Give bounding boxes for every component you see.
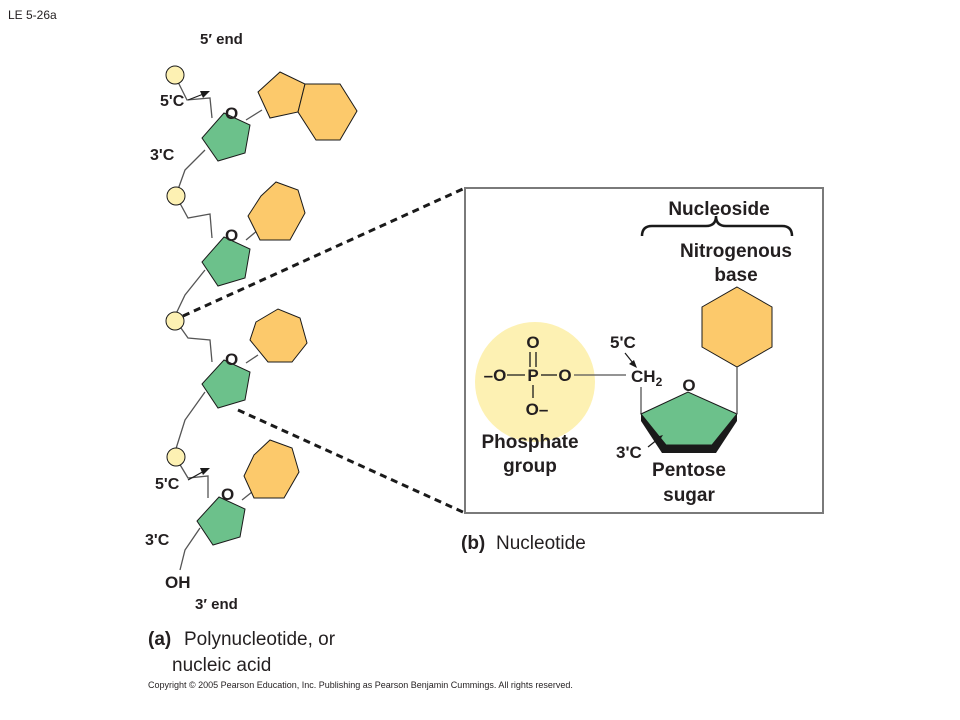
ch2-label: CH2	[631, 367, 663, 389]
copyright-text: Copyright © 2005 Pearson Education, Inc.…	[148, 680, 573, 690]
five-c-arrow-line	[624, 352, 634, 364]
phosphate-top-oxygen: O	[526, 333, 539, 352]
sugar-pentagon	[196, 496, 246, 546]
three-c-arrowhead	[653, 435, 663, 443]
backbone-bonds	[173, 75, 263, 571]
nucleotide-detail: Nucleoside Nitrogenous base O –O P O O– …	[464, 187, 824, 514]
sugar-oxygen-label: O	[682, 376, 695, 395]
detail-3c-label: 3'C	[616, 443, 642, 462]
phosphate-bottom-oxygen: O–	[526, 400, 549, 419]
strand-oxygen-label: O	[225, 226, 238, 245]
phosphate-right-oxygen: O	[558, 366, 571, 385]
caption-a-letter: (a)	[148, 629, 171, 650]
strand-oxygen-label: O	[221, 485, 234, 504]
arrowhead	[200, 468, 210, 475]
phosphate-circle	[165, 311, 185, 331]
strand-5c-label: 5'C	[160, 93, 185, 110]
zoom-line-top	[182, 186, 466, 318]
glycosidic-bond	[245, 354, 259, 364]
purine-base-hexagon	[297, 83, 358, 141]
phosphate-circle	[165, 65, 185, 85]
nitrogenous-base-label-line1: Nitrogenous	[680, 241, 792, 262]
phosphodiester-bond	[173, 391, 206, 456]
nucleoside-brace	[640, 215, 794, 237]
phosphate-left-oxygen: –O	[484, 366, 507, 385]
strand-oxygen-label: O	[225, 104, 238, 123]
pentose-sugar-label-line2: sugar	[663, 485, 715, 506]
strand-3c-label: 3'C	[150, 147, 175, 164]
phosphorus-atom: P	[527, 366, 538, 385]
phosphodiester-bond	[173, 269, 206, 319]
phosphate-group-label-line1: Phosphate	[481, 432, 578, 453]
figure-label: LE 5-26a	[8, 8, 57, 22]
strand-sugars	[196, 112, 251, 546]
sugar-ring-edge	[641, 414, 737, 453]
caption-b: (b) Nucleotide	[461, 533, 586, 554]
five-c-arrowheads	[200, 91, 210, 475]
caption-b-text: Nucleotide	[496, 533, 586, 554]
sugar-pentagon	[201, 112, 251, 162]
zoom-lines	[182, 186, 466, 515]
phosphate-circle	[166, 186, 186, 206]
pyrimidine-base	[249, 308, 308, 363]
caption-a-line2: nucleic acid	[172, 655, 271, 676]
three-prime-end-label: 3′ end	[195, 596, 238, 613]
phosphodiester-bond	[174, 75, 213, 119]
nitrogenous-base-label-line2: base	[714, 265, 757, 286]
strand-phosphates	[165, 65, 186, 467]
caption-b-letter: (b)	[461, 533, 485, 554]
phosphodiester-bond	[175, 149, 206, 196]
ch2-text: CH	[631, 367, 656, 386]
five-c-arrowhead	[629, 360, 637, 368]
hydroxyl-label: OH	[165, 573, 191, 592]
phosphodiester-bond	[175, 320, 213, 363]
glycosidic-bond	[241, 491, 253, 501]
strand-oxygen-label: O	[225, 350, 238, 369]
pentose-sugar-label-line1: Pentose	[652, 460, 726, 481]
phosphodiester-bond	[175, 195, 213, 239]
zoom-line-bottom	[237, 408, 466, 515]
phosphate-structure: O –O P O O–	[484, 333, 572, 419]
strand-3c-label: 3'C	[145, 532, 170, 549]
phosphate-group-label-line2: group	[503, 456, 557, 477]
detail-5c-label: 5'C	[610, 333, 636, 352]
sugar-pentagon	[201, 236, 251, 287]
ch2-subscript: 2	[656, 375, 663, 389]
caption-a: (a) Polynucleotide, or nucleic acid	[148, 629, 336, 676]
nucleoside-label: Nucleoside	[668, 199, 769, 220]
phosphodiester-bond	[175, 457, 209, 498]
pyrimidine-base	[247, 181, 306, 241]
arrowhead	[200, 91, 210, 98]
strand-bases	[243, 71, 358, 499]
caption-a-line1: Polynucleotide, or	[184, 629, 336, 650]
pyrimidine-base	[243, 439, 300, 499]
phosphate-circle	[166, 447, 186, 467]
phosphodiester-bond	[179, 527, 201, 571]
strand-5c-label: 5'C	[155, 476, 180, 493]
glycosidic-bond	[245, 109, 263, 121]
sugar-pentagon	[201, 359, 251, 409]
purine-base-pentagon	[257, 71, 306, 119]
five-prime-end-label: 5′ end	[200, 31, 243, 48]
polynucleotide-strand: 5′ end	[145, 31, 358, 613]
phosphate-group-circle	[475, 322, 595, 442]
